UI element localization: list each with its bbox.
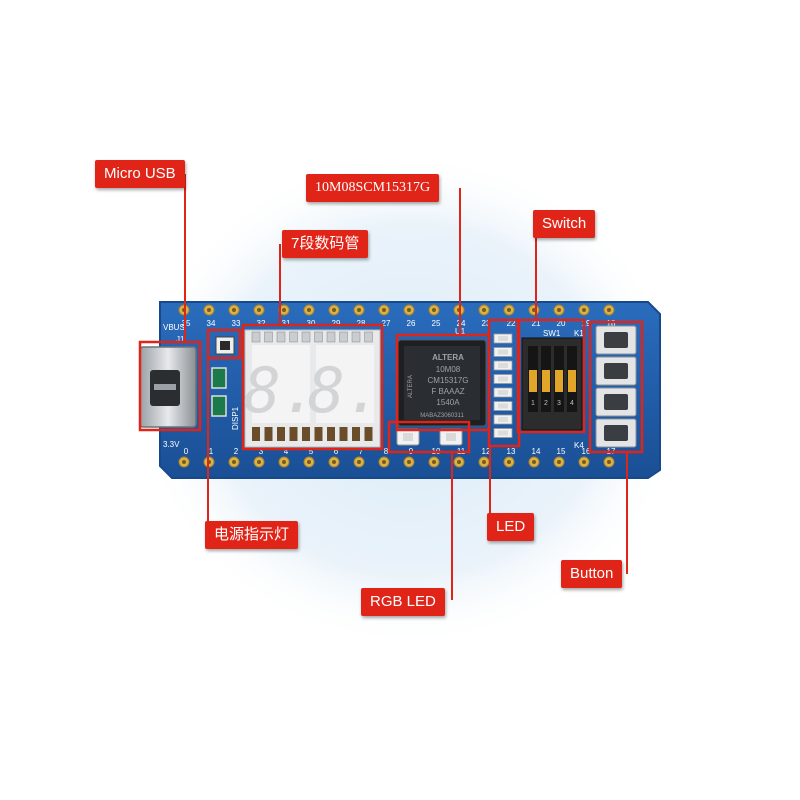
callout-seven-segment: 7段数码管 xyxy=(282,230,369,258)
seven-segment-display: 8. 8. xyxy=(244,329,383,448)
dip-number: 4 xyxy=(570,400,574,407)
seg-digit-1: 8. xyxy=(244,354,319,427)
box-power-led xyxy=(206,328,242,360)
dip-number: 2 xyxy=(544,400,548,407)
callout-led: LED xyxy=(487,513,535,541)
bottom-pin-number: 0 xyxy=(184,447,189,456)
chip-bottom-text: MABAZ3060311 xyxy=(420,413,464,419)
top-pin-number: 26 xyxy=(407,319,416,328)
callout-rgb-led: RGB LED xyxy=(361,588,445,616)
bottom-pin-number: 13 xyxy=(507,447,516,456)
dip-toggle xyxy=(542,370,550,392)
top-pin-number: 23 xyxy=(482,319,491,328)
top-pin-number: 29 xyxy=(332,319,341,328)
top-pin-number: 34 xyxy=(207,319,216,328)
silk-vbus: VBUS xyxy=(163,323,185,332)
top-pin-number: 31 xyxy=(282,319,291,328)
callout-power-led: 电源指示灯 xyxy=(205,521,299,549)
box-button xyxy=(588,320,644,454)
silk-disp1: DISP1 xyxy=(231,406,240,430)
bottom-pin-number: 1 xyxy=(209,447,214,456)
callout-micro-usb: Micro USB xyxy=(95,160,185,188)
micro-usb-connector xyxy=(139,346,197,428)
silk-sw1: SW1 xyxy=(543,329,561,338)
led-column xyxy=(493,333,513,438)
box-seven-segment xyxy=(241,323,384,451)
bottom-pin-number: 12 xyxy=(482,447,491,456)
box-rgb-led xyxy=(387,420,471,454)
top-pin-number: 20 xyxy=(557,319,566,328)
box-micro-usb xyxy=(138,340,202,432)
top-pin-number: 30 xyxy=(307,319,316,328)
bottom-pin-number: 16 xyxy=(582,447,591,456)
callout-fpga: 10M08SCM15317G xyxy=(306,174,440,202)
bottom-pin-number: 5 xyxy=(309,447,314,456)
leader-lines xyxy=(184,174,628,600)
silk-3v3: 3.3V xyxy=(163,440,180,449)
push-buttons xyxy=(595,325,637,448)
seg-digit-2: 8. xyxy=(308,354,383,427)
bottom-pin-number: 7 xyxy=(359,447,364,456)
bottom-pin-number: 8 xyxy=(384,447,389,456)
dip-number: 3 xyxy=(557,400,561,407)
top-pin-number: 28 xyxy=(357,319,366,328)
chip-line-4: F BAAAZ xyxy=(431,387,464,396)
fpga-chip: ALTERA 10M08 CM15317G F BAAAZ 1540A ALTE… xyxy=(397,339,487,427)
top-pin-row xyxy=(178,304,615,316)
top-pin-number: 24 xyxy=(457,319,466,328)
chip-line-3: CM15317G xyxy=(428,376,469,385)
top-pin-numbers: 35 34 33 32 31 30 29 28 27 26 25 24 23 22 21 20 19 18 xyxy=(182,319,616,328)
bottom-pin-number: 6 xyxy=(334,447,339,456)
power-indicator-leds xyxy=(211,336,235,417)
silk-j1: J1 xyxy=(176,335,185,344)
dip-number: 1 xyxy=(531,400,535,407)
callout-button: Button xyxy=(561,560,623,588)
top-pin-number: 18 xyxy=(607,319,616,328)
bottom-pin-number: 3 xyxy=(259,447,264,456)
top-pin-number: 21 xyxy=(532,319,541,328)
bottom-pin-number: 15 xyxy=(557,447,566,456)
top-pin-number: 22 xyxy=(507,319,516,328)
dip-toggle xyxy=(529,370,537,392)
box-switch xyxy=(516,318,586,434)
callout-switch: Switch xyxy=(533,210,596,238)
top-pin-number: 19 xyxy=(582,319,591,328)
top-pin-number: 25 xyxy=(432,319,441,328)
dip-switch: 1 2 3 4 xyxy=(521,337,583,431)
dip-toggle xyxy=(568,370,576,392)
top-pin-number: 27 xyxy=(382,319,391,328)
top-pin-number: 33 xyxy=(232,319,241,328)
chip-side-text: ALTERA xyxy=(408,375,414,398)
dip-toggle xyxy=(555,370,563,392)
bottom-pin-number: 4 xyxy=(284,447,289,456)
top-pin-number: 35 xyxy=(182,319,191,328)
highlight-boxes xyxy=(138,318,644,454)
silk-k1: K1 xyxy=(574,329,584,338)
bottom-pin-number: 2 xyxy=(234,447,239,456)
chip-line-1: ALTERA xyxy=(432,353,464,362)
silk-k4: K4 xyxy=(574,441,584,450)
chip-line-2: 10M08 xyxy=(436,365,461,374)
top-pin-number: 32 xyxy=(257,319,266,328)
chip-line-5: 1540A xyxy=(436,398,460,407)
bottom-pin-number: 14 xyxy=(532,447,541,456)
bottom-pin-row xyxy=(178,456,615,468)
